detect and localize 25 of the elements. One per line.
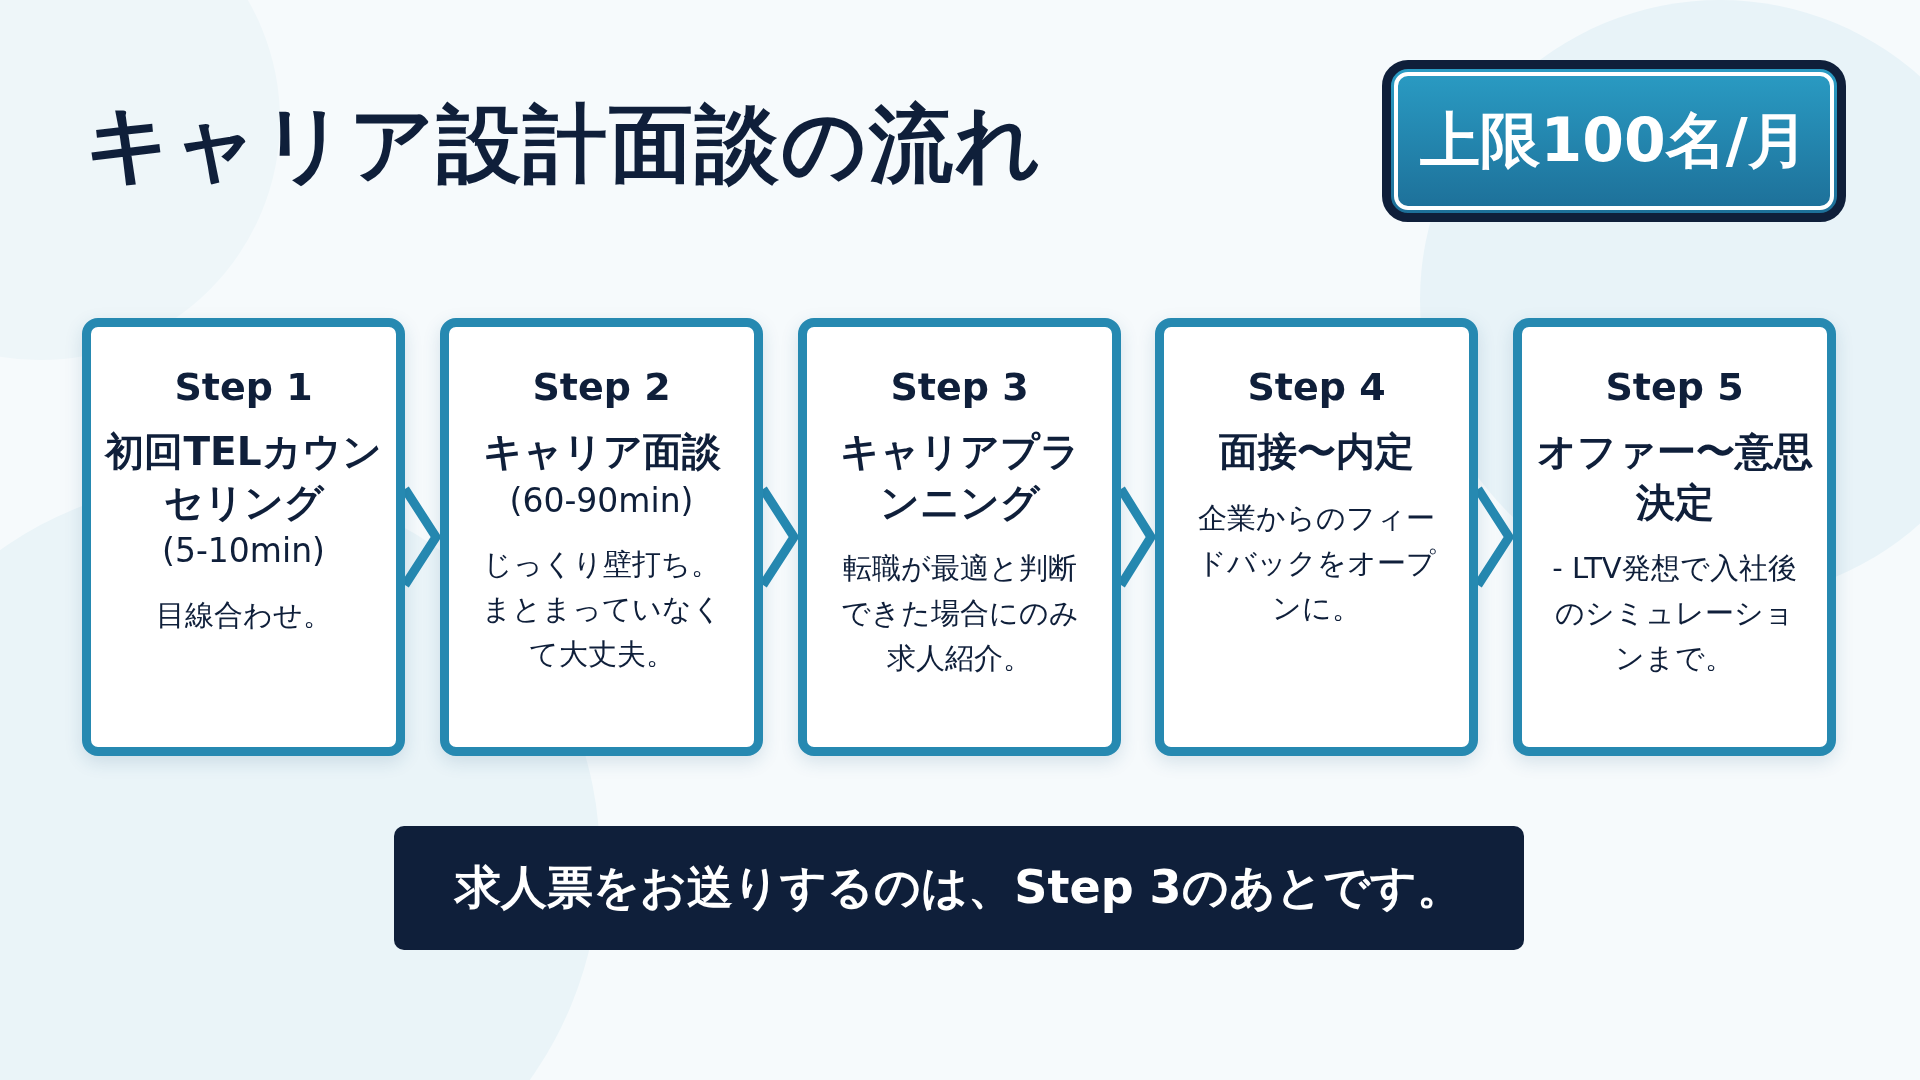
step-card — [440, 318, 763, 756]
step-number: Step 5 — [1604, 365, 1745, 409]
step-description: - LTV発想で入社後のシミュレーションまで。 — [1551, 550, 1798, 678]
step-number: Step 1 — [173, 365, 314, 409]
note-banner: 求人票をお送りするのは、Step 3のあとです。 — [394, 826, 1524, 950]
step-number: Step 2 — [531, 365, 672, 409]
step-description: 企業からのフィードバックをオープンに。 — [1196, 499, 1437, 627]
duration-text: (5-10min) — [161, 530, 326, 573]
step-title: キャリア面談 — [481, 428, 722, 476]
step-card — [1155, 318, 1478, 756]
duration-text: (60-90min) — [508, 479, 695, 522]
step-number: Step 3 — [889, 365, 1030, 409]
step-description: 転職が最適と判断できた場合にのみ求人紹介。 — [839, 550, 1080, 678]
step-card — [1513, 318, 1836, 756]
step-title: キャリアプランニング — [838, 428, 1081, 527]
step-description: じっくり壁打ち。まとまっていなくて大丈夫。 — [480, 545, 723, 673]
step-title: 面接〜内定 — [1218, 428, 1415, 476]
step-card — [798, 318, 1121, 756]
step-description: 目線合わせ。 — [154, 596, 333, 634]
step-title: オファー〜意思決定 — [1536, 428, 1813, 527]
limit-badge: 上限100名/月 — [1382, 60, 1846, 222]
title: キャリア設計面談の流れ — [85, 94, 1043, 195]
step-card — [82, 318, 405, 756]
step-title: 初回TELカウンセリング — [105, 428, 382, 527]
step-number: Step 4 — [1246, 365, 1387, 409]
